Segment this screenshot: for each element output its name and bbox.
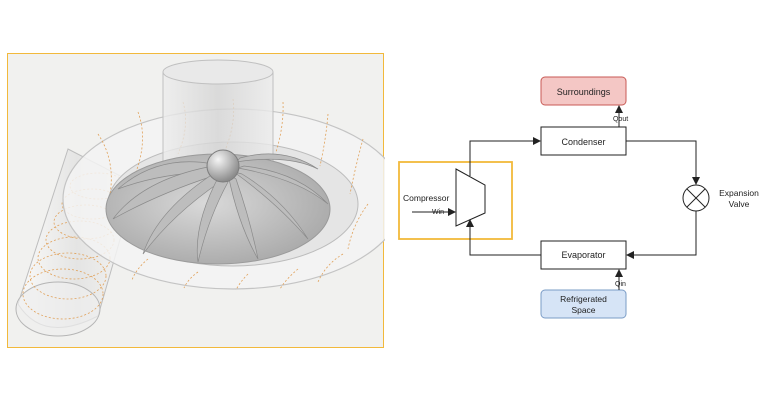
expansion-valve-label-line1: Expansion (719, 188, 759, 198)
win-label: Win (432, 209, 444, 216)
evaporator-label: Evaporator (561, 250, 605, 260)
compressor-highlight-box (398, 161, 513, 240)
expansion-valve-label-line2: Valve (729, 199, 750, 209)
condenser-box (540, 126, 627, 156)
condenser-label: Condenser (561, 137, 605, 147)
compressor-label: Compressor (403, 193, 449, 203)
expansion-valve-cross-b (686, 188, 706, 208)
refrigerated-space-box (540, 289, 627, 319)
surroundings-box (540, 76, 627, 106)
impeller-disk (105, 149, 331, 265)
flow-valve-to-evaporator (626, 211, 697, 259)
flow-compressor-to-condenser (469, 137, 541, 176)
evaporator-box (540, 240, 627, 270)
qin-label: Qin (615, 281, 626, 288)
compressor-symbol (455, 168, 486, 227)
impeller-render-panel (7, 53, 385, 348)
refrigerated-space-label-line2: Space (571, 305, 595, 315)
flow-evaporator-to-compressor (466, 219, 541, 256)
refrigerated-space-label-line1: Refrigerated (560, 294, 607, 304)
surroundings-label: Surroundings (557, 87, 611, 97)
impeller-illustration (15, 59, 385, 337)
inlet-cylinder (162, 59, 274, 168)
flow-condenser-to-valve (626, 140, 700, 185)
qout-label: Qout (613, 116, 628, 123)
